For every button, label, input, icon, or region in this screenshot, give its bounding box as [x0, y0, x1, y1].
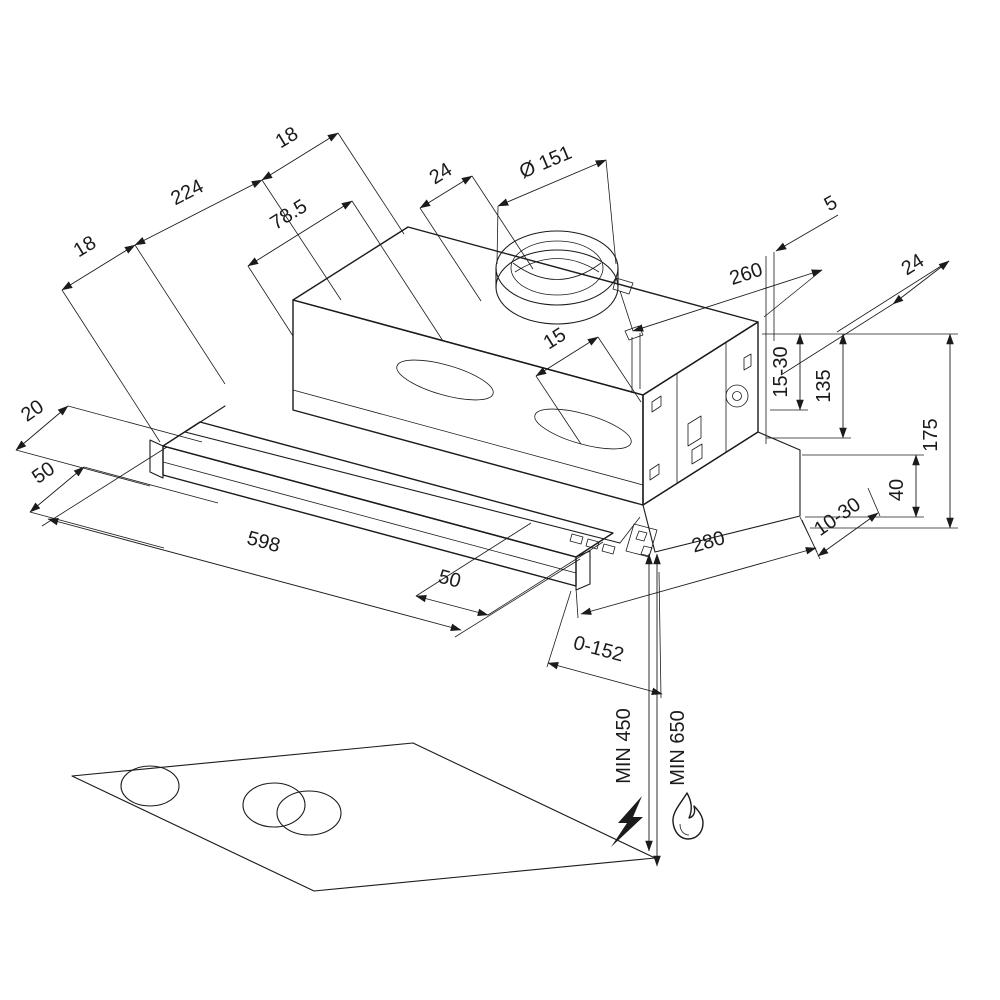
slide-rail — [184, 431, 621, 544]
dim-15-label: 15 — [540, 324, 571, 354]
visor-end-cap-right — [575, 550, 591, 591]
hob-surface — [71, 742, 656, 892]
dim-0-152-label: 0-152 — [571, 632, 626, 666]
cable-gland — [725, 384, 749, 408]
dimension-annotations: 18 224 18 78.5 24 Ø 151 15 260 5 — [15, 123, 958, 867]
dim-50-bottom-label: 50 — [436, 566, 463, 593]
dim-18-left-label: 18 — [70, 232, 100, 262]
dim-15-30-label: 15-30 — [770, 346, 792, 397]
dim-18-top-label: 18 — [272, 123, 302, 153]
dim-135-label: 135 — [813, 369, 835, 402]
dim-50-left-label: 50 — [28, 458, 59, 489]
flame-inner-line — [679, 823, 690, 836]
lightning-bolt-icon — [611, 796, 643, 847]
burner-right — [276, 790, 342, 836]
telescopic-visor — [149, 405, 658, 591]
dim-10-30-label: 10-30 — [810, 493, 865, 540]
dim-5-label: 5 — [821, 191, 842, 216]
burner-middle — [242, 782, 306, 828]
dim-598-label: 598 — [245, 527, 283, 557]
dim-20-label: 20 — [17, 396, 48, 427]
clearance-symbols — [611, 792, 704, 847]
damper-flap — [512, 262, 602, 280]
filter-oval-left — [396, 359, 494, 401]
dim-24-right-label: 24 — [898, 250, 929, 280]
collar-tab — [612, 277, 634, 295]
dim-260-label: 260 — [727, 259, 766, 290]
visor-top — [162, 421, 614, 558]
dim-24-top-label: 24 — [426, 159, 457, 189]
hob-outline — [71, 742, 656, 892]
visor-end-cap-left — [149, 439, 164, 479]
filter-oval-right — [534, 408, 632, 450]
hood-right-face — [642, 321, 759, 506]
duct-collar — [495, 230, 634, 325]
dim-175-label: 175 — [920, 418, 942, 451]
burner-left — [120, 765, 180, 807]
dim-78-5-label: 78.5 — [266, 195, 311, 234]
hood-top-face — [292, 226, 759, 396]
hood-front-face — [292, 299, 644, 506]
dim-280-label: 280 — [689, 527, 727, 557]
dim-40-label: 40 — [886, 479, 908, 501]
hood-body — [292, 226, 801, 553]
dim-min-450-label: MIN 450 — [613, 708, 635, 784]
dim-min-650-label: MIN 650 — [667, 710, 689, 786]
flame-icon — [672, 792, 704, 840]
dim-224-label: 224 — [167, 175, 207, 210]
terminal-box — [687, 415, 702, 447]
